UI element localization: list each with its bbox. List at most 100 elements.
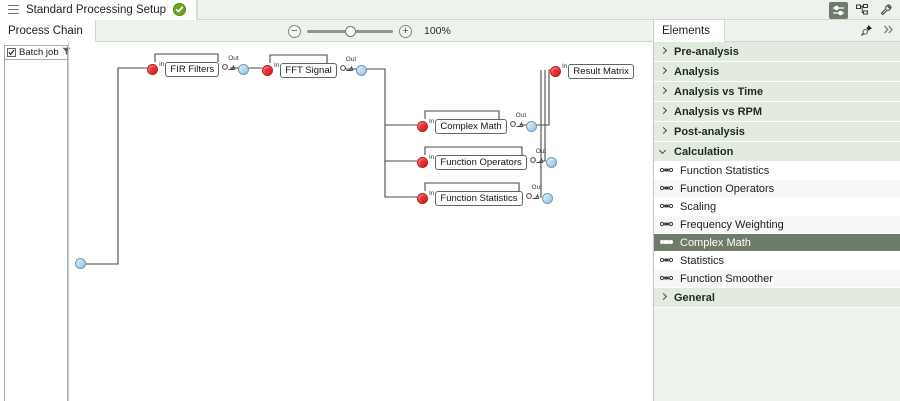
- batch-job-label: Batch job: [19, 47, 59, 58]
- element-item-label: Scaling: [680, 200, 717, 213]
- group-label: Analysis vs RPM: [674, 105, 763, 118]
- group-analysis[interactable]: Analysis: [654, 62, 900, 82]
- element-item-label: Function Operators: [680, 182, 775, 195]
- zoom-in-button[interactable]: +: [399, 24, 412, 38]
- process-chain-wires: [86, 53, 550, 265]
- wrench-icon[interactable]: [877, 2, 896, 19]
- titlebar-empty-area: [197, 0, 900, 20]
- group-label: General: [674, 291, 715, 304]
- node-label-box[interactable]: FIR Filters: [165, 61, 220, 77]
- pin-icon[interactable]: [861, 24, 873, 39]
- node-input-dot[interactable]: [262, 64, 273, 76]
- group-calculation[interactable]: Calculation: [654, 142, 900, 162]
- node-input-dot[interactable]: [417, 192, 428, 204]
- element-item-function-statistics[interactable]: Function Statistics: [654, 162, 900, 180]
- batch-job-column: [4, 60, 68, 401]
- source-output-dot[interactable]: [75, 258, 86, 269]
- tab-standard-processing-setup[interactable]: Standard Processing Setup: [0, 0, 198, 20]
- element-item-label: Function Smoother: [680, 272, 773, 285]
- chevron-right-icon: [660, 293, 667, 302]
- node-input-dot[interactable]: [417, 120, 428, 132]
- process-chain-canvas[interactable]: Batch job: [0, 42, 652, 401]
- node-in-label: In: [429, 153, 435, 161]
- node-input-dot[interactable]: [550, 65, 561, 77]
- node-label-box[interactable]: FFT Signal: [280, 62, 337, 78]
- node-fft-signal[interactable]: In FFT Signal Out: [262, 56, 367, 79]
- node-complex-math[interactable]: In Complex Math Out: [417, 112, 537, 135]
- node-function-operators[interactable]: In Function Operators Out: [417, 148, 557, 171]
- connector-icon: [659, 201, 674, 213]
- element-item-complex-math[interactable]: Complex Math: [654, 234, 900, 252]
- node-output-dot[interactable]: [238, 63, 250, 75]
- connector-icon: [659, 255, 674, 267]
- canvas-divider: [68, 42, 69, 401]
- node-function-statistics[interactable]: In Function Statistics Out: [417, 184, 553, 207]
- window-toolbar: [829, 1, 896, 19]
- element-item-statistics[interactable]: Statistics: [654, 252, 900, 270]
- node-output-glyph: Out: [525, 184, 542, 204]
- chevron-right-icon: [660, 107, 667, 116]
- process-chain-header: Process Chain − + 100%: [0, 19, 652, 42]
- elements-header-tools: [861, 20, 894, 42]
- group-label: Analysis: [674, 65, 720, 78]
- connector-icon: [659, 183, 674, 195]
- zoom-control: − + 100%: [288, 20, 451, 42]
- process-chain-title: Process Chain: [8, 24, 83, 37]
- group-label: Analysis vs Time: [674, 85, 764, 98]
- chevron-right-icon: [660, 127, 667, 136]
- node-in-label: In: [429, 117, 435, 125]
- element-item-label: Statistics: [680, 254, 725, 267]
- node-output-dot[interactable]: [541, 192, 553, 204]
- group-analysis-vs-rpm[interactable]: Analysis vs RPM: [654, 102, 900, 122]
- node-in-label: In: [562, 62, 568, 70]
- hamburger-icon[interactable]: [8, 5, 19, 14]
- node-out-label: Out: [531, 184, 542, 191]
- node-label-box[interactable]: Result Matrix: [568, 63, 634, 79]
- node-label-box[interactable]: Complex Math: [435, 118, 507, 134]
- batch-job-header[interactable]: Batch job: [4, 45, 71, 60]
- node-out-label: Out: [535, 148, 547, 155]
- process-chain-tab[interactable]: Process Chain: [0, 19, 96, 42]
- window-title: Standard Processing Setup: [26, 3, 167, 16]
- zoom-level-value: 100%: [424, 25, 451, 37]
- chevron-down-icon: [660, 147, 667, 156]
- zoom-slider-knob[interactable]: [345, 25, 356, 37]
- batch-job-checkbox[interactable]: [7, 48, 16, 57]
- node-output-dot[interactable]: [525, 120, 537, 132]
- group-analysis-vs-time[interactable]: Analysis vs Time: [654, 82, 900, 102]
- group-post-analysis[interactable]: Post-analysis: [654, 122, 900, 142]
- node-input-dot[interactable]: [417, 156, 428, 168]
- hierarchy-icon[interactable]: [853, 2, 872, 19]
- connector-icon: [659, 237, 674, 249]
- node-out-label: Out: [515, 112, 527, 119]
- element-item-scaling[interactable]: Scaling: [654, 198, 900, 216]
- node-result-matrix[interactable]: In Result Matrix: [550, 62, 634, 80]
- node-in-label: In: [429, 189, 435, 197]
- node-output-glyph: Out: [529, 148, 546, 168]
- group-general[interactable]: General: [654, 288, 900, 308]
- node-out-label: Out: [228, 55, 239, 62]
- element-item-frequency-weighting[interactable]: Frequency Weighting: [654, 216, 900, 234]
- element-item-function-smoother[interactable]: Function Smoother: [654, 270, 900, 288]
- chevron-right-icon: [660, 87, 667, 96]
- node-output-dot[interactable]: [545, 156, 557, 168]
- node-label-box[interactable]: Function Operators: [435, 154, 527, 170]
- chevron-right-icon: [660, 67, 667, 76]
- connector-icon: [659, 165, 674, 177]
- node-output-dot[interactable]: [355, 64, 367, 76]
- group-pre-analysis[interactable]: Pre-analysis: [654, 42, 900, 62]
- elements-tab[interactable]: Elements: [654, 19, 725, 42]
- node-in-label: In: [274, 61, 280, 69]
- node-output-glyph: Out: [339, 56, 356, 76]
- connector-icon: [659, 219, 674, 231]
- zoom-out-button[interactable]: −: [288, 24, 301, 38]
- node-input-dot[interactable]: [147, 63, 158, 75]
- settings-sliders-icon[interactable]: [829, 1, 848, 19]
- node-fir-filters[interactable]: In FIR Filters Out: [147, 55, 250, 78]
- node-label-box[interactable]: Function Statistics: [435, 190, 523, 206]
- element-item-function-operators[interactable]: Function Operators: [654, 180, 900, 198]
- zoom-slider[interactable]: [307, 25, 393, 38]
- double-chevron-right-icon[interactable]: [883, 24, 894, 38]
- group-label: Post-analysis: [674, 125, 745, 138]
